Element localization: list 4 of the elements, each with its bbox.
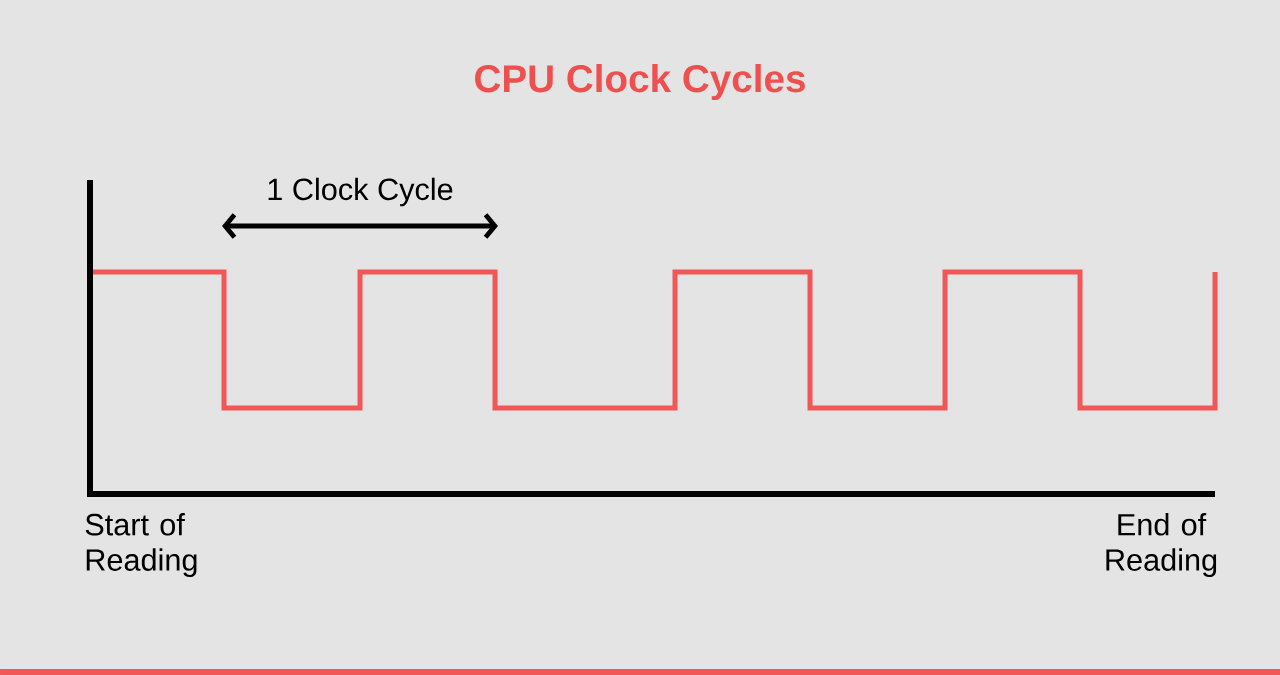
dimension-label: 1 Clock Cycle: [268, 177, 453, 207]
title: CPU Clock Cycles: [475, 64, 805, 101]
axis-label: Start of Reading: [85, 513, 197, 577]
axis-label: End of Reading: [1106, 513, 1217, 577]
